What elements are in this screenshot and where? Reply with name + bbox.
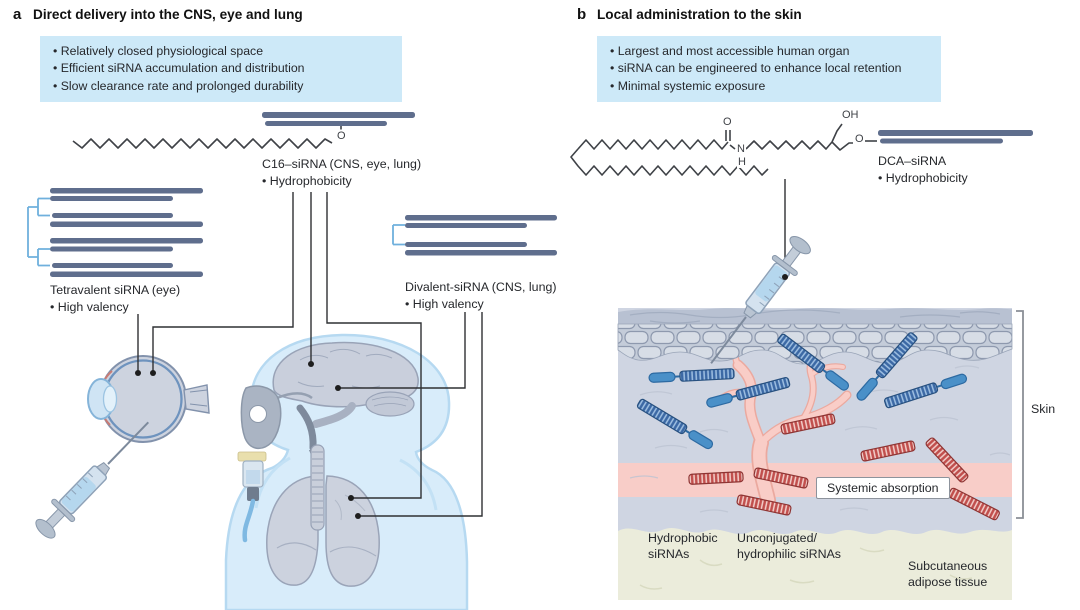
atom-n: N (736, 143, 746, 155)
panel-b-infobox: • Largest and most accessible human orga… (597, 36, 941, 103)
skin-bracket-label: Skin (1031, 402, 1056, 416)
infobox-bullet: • Slow clearance rate and prolonged dura… (53, 78, 304, 93)
atom-o-ether: O (854, 133, 865, 145)
lungs-icon (266, 475, 380, 587)
panel-a-infobox: • Relatively closed physiological space … (40, 36, 402, 103)
divalent-property: • High valency (405, 297, 484, 311)
skin-bracket (1016, 310, 1024, 519)
tetravalent-linker-bracket (27, 197, 50, 267)
atom-h: H (737, 156, 747, 168)
subcutaneous-layer (618, 527, 1012, 600)
atom-o-carbonyl: O (722, 116, 733, 128)
eye-syringe (29, 410, 161, 545)
divalent-sirna-duplexes (392, 215, 557, 256)
panel-b-title: Local administration to the skin (597, 7, 802, 22)
c16-sirna-label: C16–siRNA (CNS, eye, lung) (262, 157, 422, 171)
subcutaneous-label: Subcutaneous adipose tissue (908, 559, 988, 590)
tetravalent-sirna-duplexes (27, 188, 203, 277)
c16-sirna-duplex (262, 112, 415, 126)
dca-sirna-label: DCA–siRNA (878, 154, 947, 168)
trachea (296, 404, 325, 531)
corneum-streaks (629, 309, 1001, 324)
infobox-bullet: • Efficient siRNA accumulation and distr… (53, 61, 305, 76)
divalent-linker-bracket (392, 224, 405, 246)
nebulizer-mask (237, 385, 313, 543)
atom-o-c16: O (336, 130, 347, 142)
optic-nerve (183, 384, 210, 414)
dermis-fibers (629, 365, 1011, 513)
unconjugated-sirnas-label: Unconjugated/ hydrophilic siRNAs (737, 531, 841, 562)
human-torso-illustration (224, 333, 469, 610)
lens (102, 385, 118, 413)
panel-b-letter: b (577, 6, 587, 23)
syringe-leader-dot (782, 274, 788, 280)
infobox-bullet: • Relatively closed physiological space (53, 44, 264, 58)
dca-lipid-chain (570, 123, 877, 176)
tetravalent-label: Tetravalent siRNA (eye) (50, 283, 181, 297)
skin-cross-section (617, 308, 1013, 600)
infobox-bullet: • Minimal systemic exposure (610, 78, 766, 93)
tetravalent-property: • High valency (50, 300, 129, 314)
divalent-label: Divalent-siRNA (CNS, lung) (405, 280, 557, 294)
subcutaneous-fibers (639, 547, 973, 590)
c16-sirna-property: • Hydrophobicity (262, 174, 352, 188)
atom-oh: OH (841, 109, 860, 121)
hydrophobic-sirnas-label: Hydrophobic siRNAs (648, 531, 718, 562)
dca-sirna-duplex (878, 130, 1033, 144)
infobox-bullet: • Largest and most accessible human orga… (610, 44, 850, 58)
brain-icon (272, 341, 419, 428)
leader-lines (137, 179, 786, 527)
panel-a-title: Direct delivery into the CNS, eye and lu… (33, 7, 303, 22)
dca-sirna-property: • Hydrophobicity (878, 171, 968, 185)
c16-lipid-chain (72, 126, 342, 149)
infobox-bullet: • siRNA can be engineered to enhance loc… (610, 61, 902, 76)
systemic-absorption-box: Systemic absorption (816, 477, 950, 499)
eye-illustration (87, 355, 210, 443)
panel-a-letter: a (13, 6, 22, 23)
stratum-corneum (618, 308, 1012, 327)
